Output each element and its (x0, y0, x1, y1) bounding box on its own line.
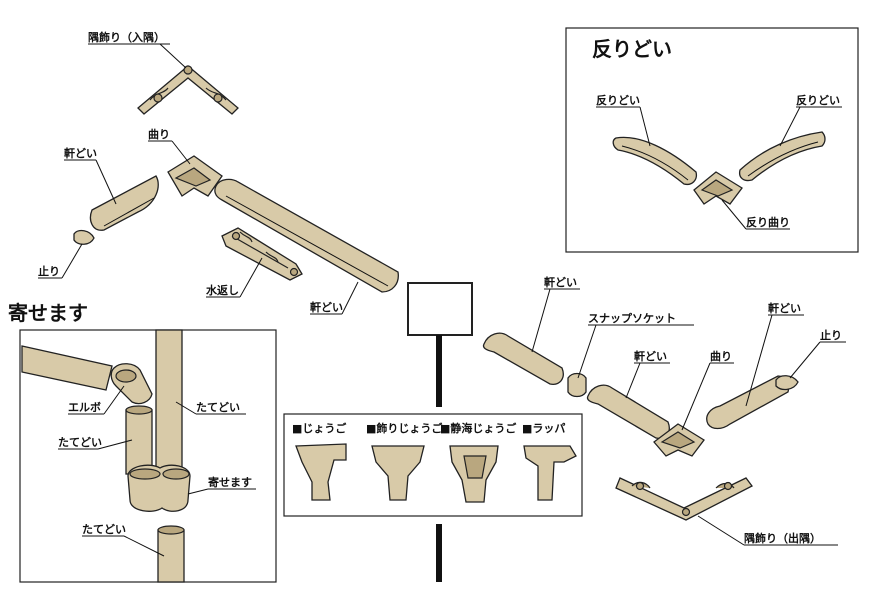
center-post-box (407, 282, 473, 336)
jougo-item-3: ■静海じょうご (440, 421, 517, 435)
label-sori-left: 反りどい (596, 93, 640, 107)
label-tatedoi-right: たてどい (196, 401, 240, 414)
center-post-lower (436, 524, 442, 582)
jougo-4-part (523, 445, 577, 501)
yosemasu-merger-part (127, 464, 191, 512)
jougo-3-part (449, 445, 499, 503)
yosemasu-box (19, 329, 277, 583)
label-tatedoi-left: たてどい (58, 436, 102, 449)
magari-top-part (167, 155, 223, 197)
label-nokidoi-r3: 軒どい (768, 301, 801, 315)
tatedoi-right-part (155, 329, 183, 481)
label-nokidoi-left: 軒どい (64, 146, 97, 160)
sori-title: 反りどい (592, 37, 672, 61)
sumikazari-de-part (615, 477, 753, 521)
label-tomari-right: 止り (820, 328, 842, 342)
label-nokidoi-center: 軒どい (310, 300, 343, 314)
center-post-upper (436, 335, 442, 407)
nokidoi-r1-part (482, 332, 564, 385)
label-yosemasu-part: 寄せます (208, 475, 252, 489)
tomari-left-part (73, 229, 95, 245)
label-nokidoi-r2: 軒どい (634, 349, 667, 363)
label-magari-top: 曲り (148, 127, 170, 141)
elbow-part (110, 363, 153, 405)
sori-right-part (738, 131, 826, 182)
label-tomari-left: 止り (38, 264, 60, 278)
jougo-item-4: ■ラッパ (522, 422, 565, 435)
label-sumikazari-iri: 隅飾り（入隅） (88, 30, 165, 44)
jougo-2-part (371, 445, 425, 501)
horizontal-pipe-part (21, 345, 113, 391)
nokidoi-center-part (214, 178, 399, 293)
sumikazari-iri-part (137, 65, 239, 115)
label-nokidoi-r1: 軒どい (544, 275, 577, 289)
label-tatedoi-bottom: たてどい (82, 523, 126, 536)
mizukaeshi-part (221, 227, 303, 281)
label-elbow: エルボ (68, 400, 101, 414)
tomari-right-part (775, 375, 799, 391)
label-mizukaeshi: 水返し (206, 283, 239, 297)
sori-box (565, 27, 859, 253)
jougo-1-part (295, 443, 347, 501)
sori-magari-part (693, 171, 743, 205)
label-sori-right: 反りどい (796, 93, 840, 107)
tatedoi-bottom-part (157, 529, 185, 583)
snap-socket-part (567, 372, 587, 398)
jougo-item-1: ■じょうご (292, 421, 347, 435)
magari-right-part (653, 423, 705, 457)
label-snap-socket: スナップソケット (588, 311, 676, 325)
label-sori-magari: 反り曲り (746, 215, 790, 229)
nokidoi-left-part (89, 175, 159, 231)
jougo-item-2: ■飾りじょうご (366, 421, 443, 435)
yosemasu-title: 寄せます (8, 301, 88, 325)
label-magari-right: 曲り (710, 349, 732, 363)
label-sumikazari-de: 隅飾り（出隅） (744, 531, 821, 545)
jougo-box (283, 413, 583, 517)
